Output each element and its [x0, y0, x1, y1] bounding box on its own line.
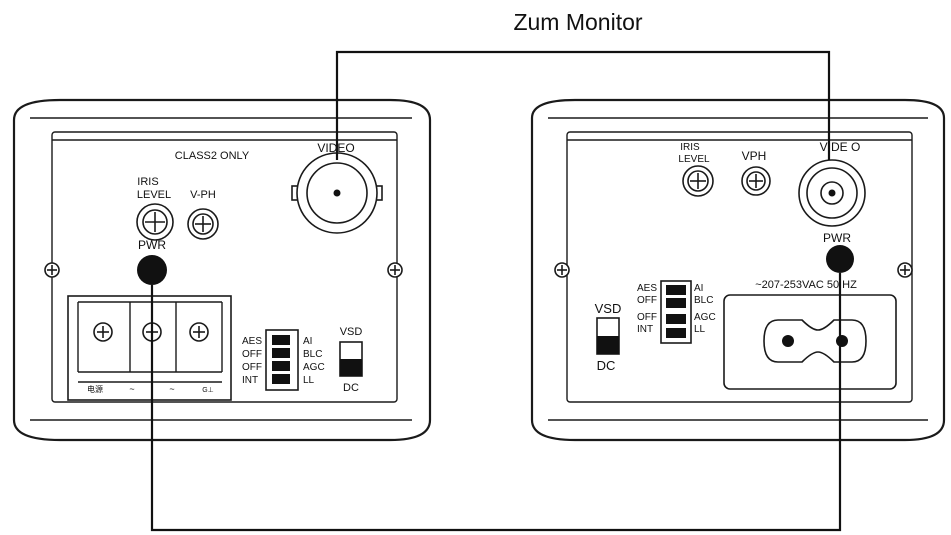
caption-zum-monitor: Zum Monitor	[513, 9, 642, 35]
right-vph-knob-icon	[741, 166, 771, 196]
right-sw-right-1: BLC	[694, 295, 713, 306]
left-vph-label: V-PH	[190, 189, 216, 201]
left-vsd-label: VSD	[340, 326, 363, 338]
left-sw-left-3: INT	[242, 375, 258, 386]
terminal-label-1: 电源	[87, 384, 103, 394]
right-vph-label: VPH	[742, 149, 767, 163]
left-vph-knob-icon	[187, 208, 219, 240]
right-side-screw-icon	[554, 262, 570, 278]
right-video-connector-icon	[798, 159, 866, 227]
left-sw-left-0: AES	[242, 336, 262, 347]
terminal-screw-1-icon	[93, 322, 113, 342]
left-iris-knob-icon	[136, 203, 174, 241]
left-sw-right-2: AGC	[303, 362, 325, 373]
video-wire-to-monitor	[335, 50, 831, 160]
right-sw-left-1: OFF	[637, 295, 657, 306]
right-dc-label: DC	[597, 358, 616, 373]
right-voltage-label: ~207-253VAC 50 HZ	[755, 279, 857, 291]
left-pwr-label: PWR	[138, 238, 166, 252]
class2-note: CLASS2 ONLY	[175, 150, 250, 162]
left-iris-level-label: LEVEL	[137, 189, 171, 201]
right-sw-right-3: LL	[694, 324, 706, 335]
right-sw-left-2: OFF	[637, 312, 657, 323]
left-bnc-video-connector-icon	[291, 152, 383, 234]
power-wire-link	[150, 273, 842, 532]
left-dip-switch-block: AES OFF OFF INT AI BLC AGC LL	[242, 329, 325, 391]
right-ac-power-socket-icon	[723, 294, 897, 390]
terminal-label-2: ~	[129, 384, 134, 394]
left-side-screw-right-icon	[387, 262, 403, 278]
right-iris-knob-icon	[682, 165, 714, 197]
right-vsd-dc-switch-icon	[596, 317, 620, 355]
left-side-screw-icon	[44, 262, 60, 278]
left-pwr-jack-icon	[137, 255, 167, 285]
right-dip-switch-block: AES OFF OFF INT AI BLC AGC LL	[637, 280, 716, 344]
right-sw-left-0: AES	[637, 283, 657, 294]
left-vsd-dc-switch-icon	[339, 341, 363, 377]
right-pwr-label: PWR	[823, 231, 851, 245]
left-sw-right-0: AI	[303, 336, 312, 347]
right-sw-left-3: INT	[637, 324, 653, 335]
left-sw-right-1: BLC	[303, 349, 322, 360]
left-iris-label: IRIS	[137, 176, 158, 188]
right-sw-right-2: AGC	[694, 312, 716, 323]
right-side-screw-right-icon	[897, 262, 913, 278]
right-sw-right-0: AI	[694, 283, 703, 294]
terminal-label-3: ~	[169, 384, 174, 394]
left-sw-left-2: OFF	[242, 362, 262, 373]
right-pwr-jack-icon	[826, 245, 854, 273]
terminal-screw-3-icon	[189, 322, 209, 342]
left-dc-label: DC	[343, 382, 359, 394]
terminal-label-4: G⊥	[202, 387, 214, 394]
right-iris-label: IRIS	[680, 142, 700, 153]
left-terminal-block: 电源 ~ ~ G⊥	[67, 295, 232, 401]
right-video-label: VIDE O	[820, 140, 861, 154]
right-vsd-label: VSD	[595, 301, 622, 316]
left-sw-left-1: OFF	[242, 349, 262, 360]
left-camera-back-panel: CLASS2 ONLY VIDEO IRIS LEVEL V-PH P	[12, 98, 432, 442]
right-camera-back-panel: IRIS LEVEL VPH VIDE O PWR ~207-253VAC	[530, 98, 946, 442]
left-sw-right-3: LL	[303, 375, 315, 386]
right-iris-level-label: LEVEL	[678, 154, 710, 165]
